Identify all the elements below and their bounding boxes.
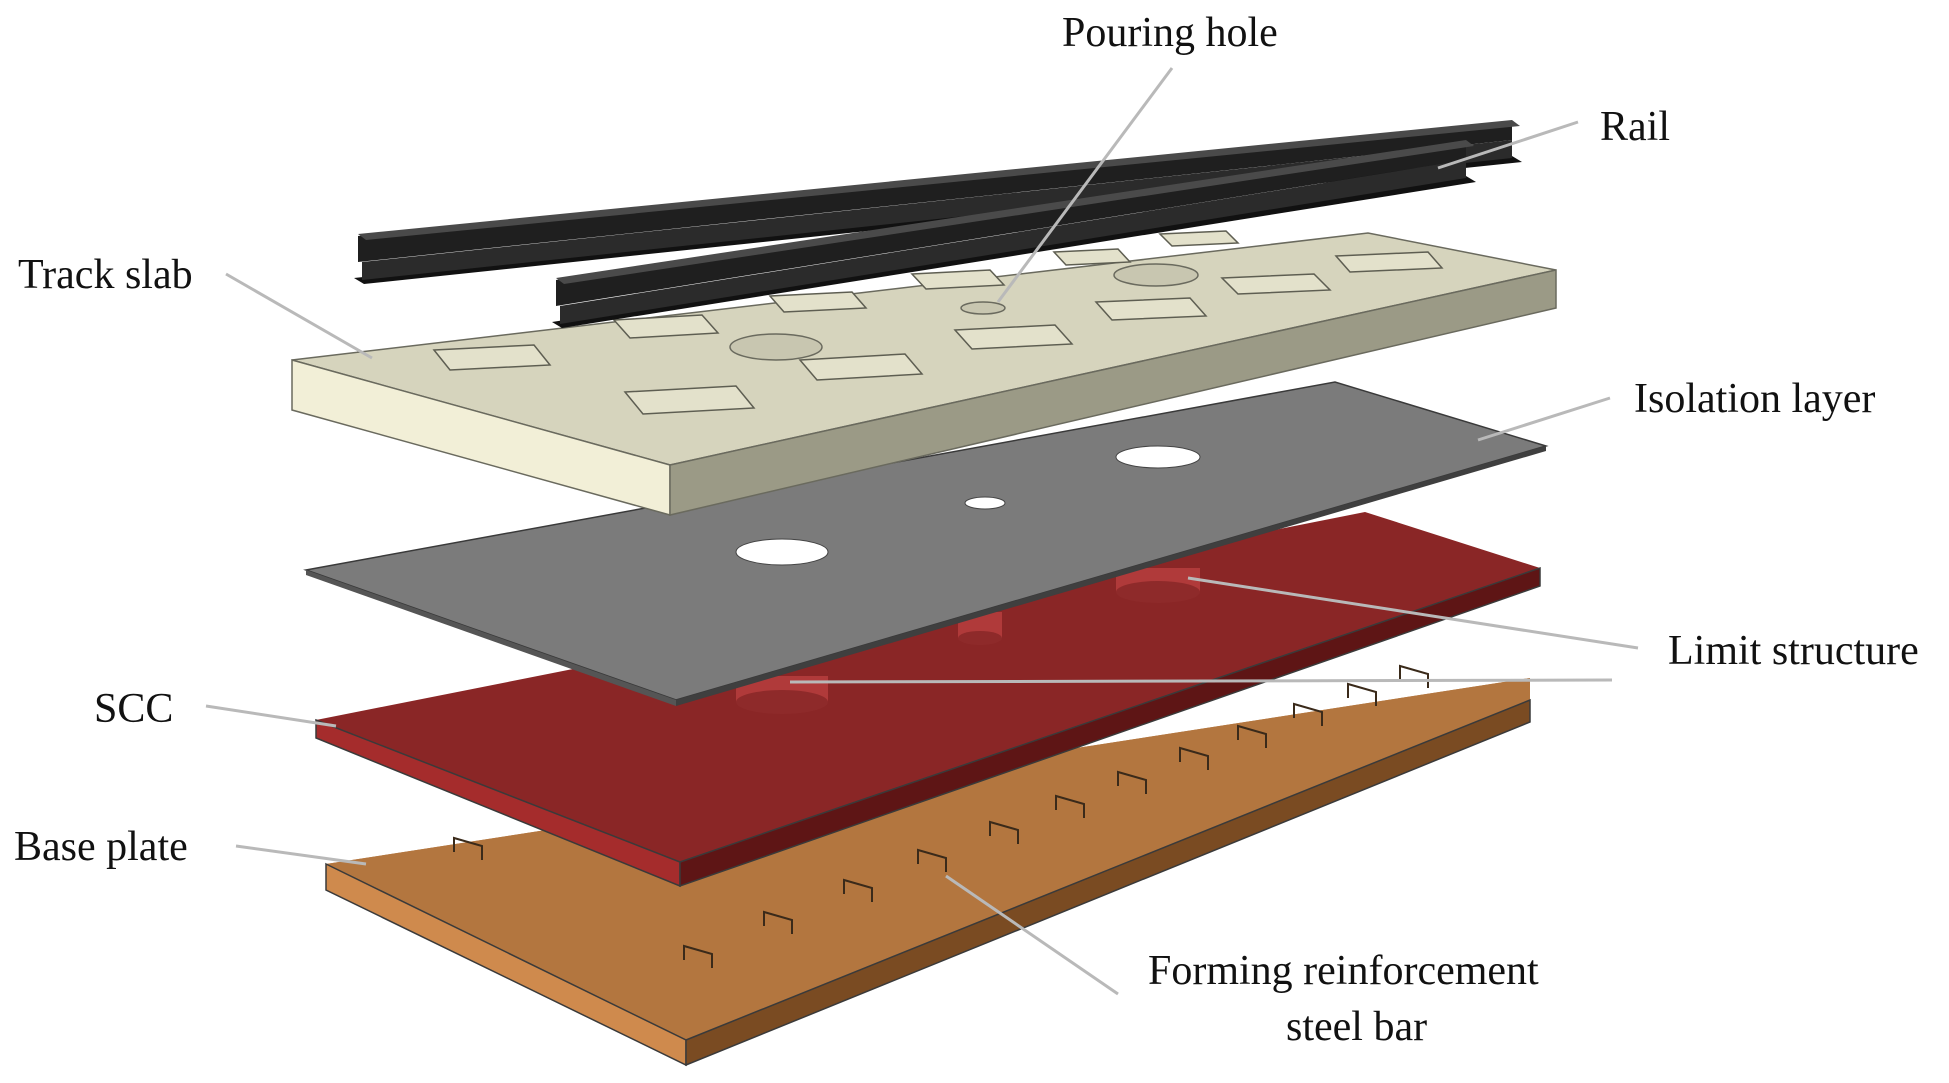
label-pouring-hole: Pouring hole [1062,10,1278,56]
leader-track-slab [225,272,373,360]
steel-bar [1293,702,1323,726]
rail-head [556,140,1474,284]
steel-bar [917,848,947,872]
leader-lines [205,67,1639,996]
track-slab-hole [1113,263,1199,287]
track-slab [291,230,1557,516]
steel-bar [843,878,873,902]
limit-structure-boss [736,690,828,714]
isolation-layer-edge [306,570,676,706]
pouring-hole [960,301,1006,315]
rail-web [362,140,1512,280]
steel-bar [453,836,483,860]
leader-forming-bar [945,874,1119,996]
label-rail: Rail [1600,104,1670,150]
scc-layer [315,512,1541,888]
rail-body [556,142,1466,306]
label-isolation-layer: Isolation layer [1634,376,1875,422]
scc-side [679,566,1541,888]
steel-bar [1055,794,1085,818]
fastener-pad [768,291,868,313]
fastener-pad [1094,297,1208,321]
steel-bar [1117,770,1147,794]
limit-structure-boss [1116,581,1200,603]
isolation-layer-hole-small [964,496,1006,510]
scc-top [316,512,1540,862]
rails [354,120,1522,328]
rail-body [358,122,1512,262]
leader-pouring-hole [996,67,1174,303]
steel-bar [1399,664,1429,688]
rail-web [560,160,1466,324]
label-forming-bar-line1: Forming reinforcement [1148,948,1539,994]
track-slab-hole [729,333,823,361]
limit-structure-boss [958,631,1002,645]
fastener-pad [623,385,756,415]
steel-bar [763,910,793,934]
base-plate [325,664,1531,1067]
fastener-pad [953,324,1074,350]
isolation-layer-edge-side [676,446,1546,706]
isolation-layer-hole [735,538,829,566]
leader-scc [205,704,337,728]
fastener-pad [1334,251,1444,273]
track-slab-side [669,269,1557,516]
steel-bar [1179,746,1209,770]
rail-head [358,120,1520,240]
leader-isolation-layer [1477,396,1611,442]
labels: Pouring hole Rail Track slab Isolation l… [14,10,1919,1050]
fastener-pad [798,353,924,381]
label-scc: SCC [94,686,173,732]
leader-limit-structure-2 [789,678,1613,684]
label-track-slab: Track slab [18,252,193,298]
fastener-pad [612,314,720,339]
fastener-pad [1220,273,1332,295]
label-forming-bar-line2: steel bar [1286,1004,1427,1050]
fastener-pad [432,344,552,371]
label-base-plate: Base plate [14,824,188,870]
steel-bar [989,820,1019,844]
steel-bar [1237,724,1267,748]
leader-limit-structure-1 [1187,576,1639,650]
rail-right [552,140,1476,328]
fastener-pad [910,269,1006,290]
fastener-pad [1158,230,1240,247]
fastener-pad [1052,248,1132,266]
rail-foot [552,176,1476,328]
leader-base-plate [235,844,367,866]
leader-rail [1437,120,1579,170]
base-plate-side [685,698,1531,1067]
isolation-layer [303,381,1549,706]
steel-bar [1347,682,1377,706]
base-plate-top-main [326,678,1530,1040]
fastener-pads [432,230,1444,415]
steel-bar [683,944,713,968]
label-limit-structure: Limit structure [1668,628,1919,674]
isolation-layer-hole [1115,445,1201,469]
forming-reinforcement-steel-bars [453,664,1429,968]
